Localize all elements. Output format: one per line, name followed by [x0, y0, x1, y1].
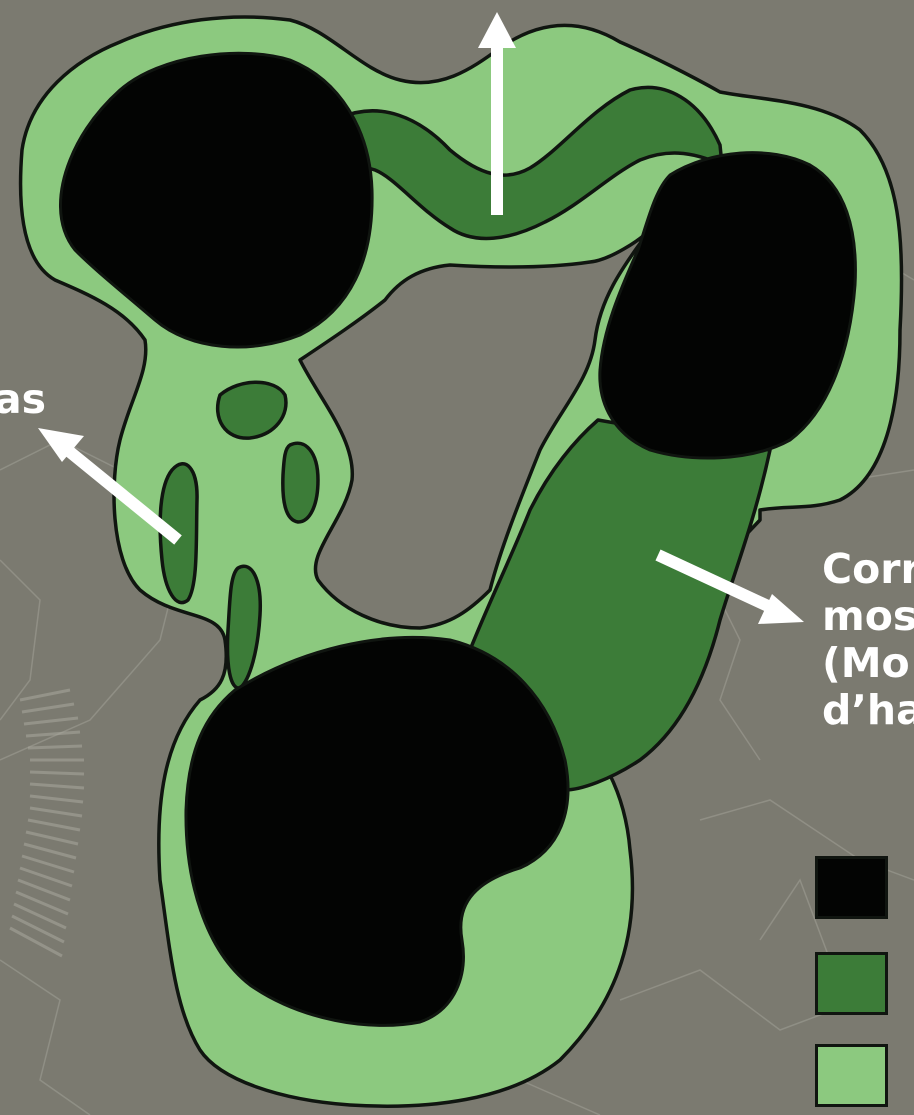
label-right-line-3: (Mo — [822, 640, 914, 687]
arrow-up-shaft — [491, 40, 503, 215]
legend-swatch-buffer — [815, 1044, 888, 1107]
arrow-up-head — [478, 12, 516, 48]
label-right-line-1: Corr — [822, 546, 914, 593]
label-right-line-4: d’ha — [822, 687, 914, 734]
label-right-line-2: mos — [822, 593, 914, 640]
legend-swatch-core — [815, 856, 888, 919]
decorative-hatch — [10, 690, 84, 956]
patch-3 — [283, 443, 318, 522]
label-right-fragment: Corr mos (Mo d’ha — [822, 546, 914, 734]
label-left-fragment: as — [0, 376, 46, 423]
legend-swatch-corridor — [815, 952, 888, 1015]
